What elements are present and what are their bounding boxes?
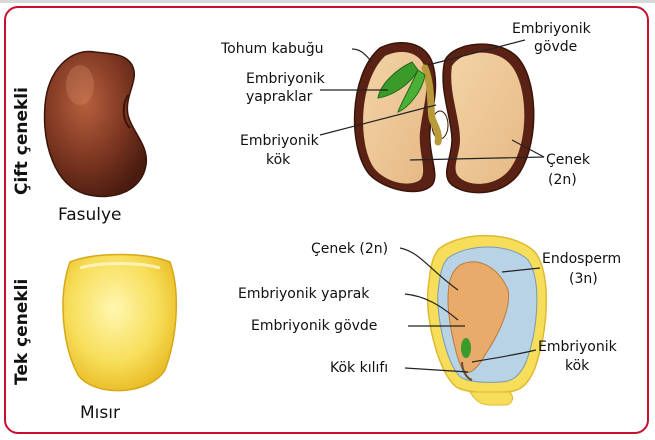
- label-monocot-cotyledon: Çenek (2n): [311, 241, 388, 257]
- bean-caption: Fasulye: [58, 205, 122, 225]
- label-embryonic-root-2: kök: [266, 152, 291, 168]
- label-seed-coat: Tohum kabuğu: [220, 41, 324, 57]
- corn-seed-illustration: [63, 255, 176, 391]
- bean-seed-illustration: [45, 52, 147, 197]
- label-monocot-embryonic-stem: Embriyonik gövde: [251, 318, 377, 334]
- label-endosperm-2: (3n): [569, 271, 598, 287]
- label-embryonic-stem-1: Embriyonik: [512, 21, 592, 37]
- monocot-section-title: Tek çenekli: [12, 279, 32, 385]
- label-embryonic-leaves-2: yapraklar: [246, 89, 313, 105]
- label-endosperm-1: Endosperm: [542, 251, 621, 267]
- corn-cross-section: [428, 236, 547, 405]
- label-cotyledon-2: (2n): [548, 172, 577, 188]
- dicot-section-title: Çift çenekli: [12, 87, 32, 195]
- label-embryonic-root-1: Embriyonik: [240, 133, 320, 149]
- label-monocot-embryonic-root-2: kök: [565, 358, 590, 374]
- label-cotyledon-1: Çenek: [546, 152, 591, 168]
- label-embryonic-stem-2: gövde: [534, 39, 577, 55]
- label-embryonic-leaf: Embriyonik yaprak: [238, 286, 370, 302]
- label-embryonic-leaves-1: Embriyonik: [246, 71, 326, 87]
- bean-cross-section: [355, 43, 534, 193]
- label-monocot-embryonic-root-1: Embriyonik: [538, 339, 618, 355]
- label-root-sheath: Kök kılıfı: [330, 360, 388, 376]
- corn-caption: Mısır: [80, 403, 120, 423]
